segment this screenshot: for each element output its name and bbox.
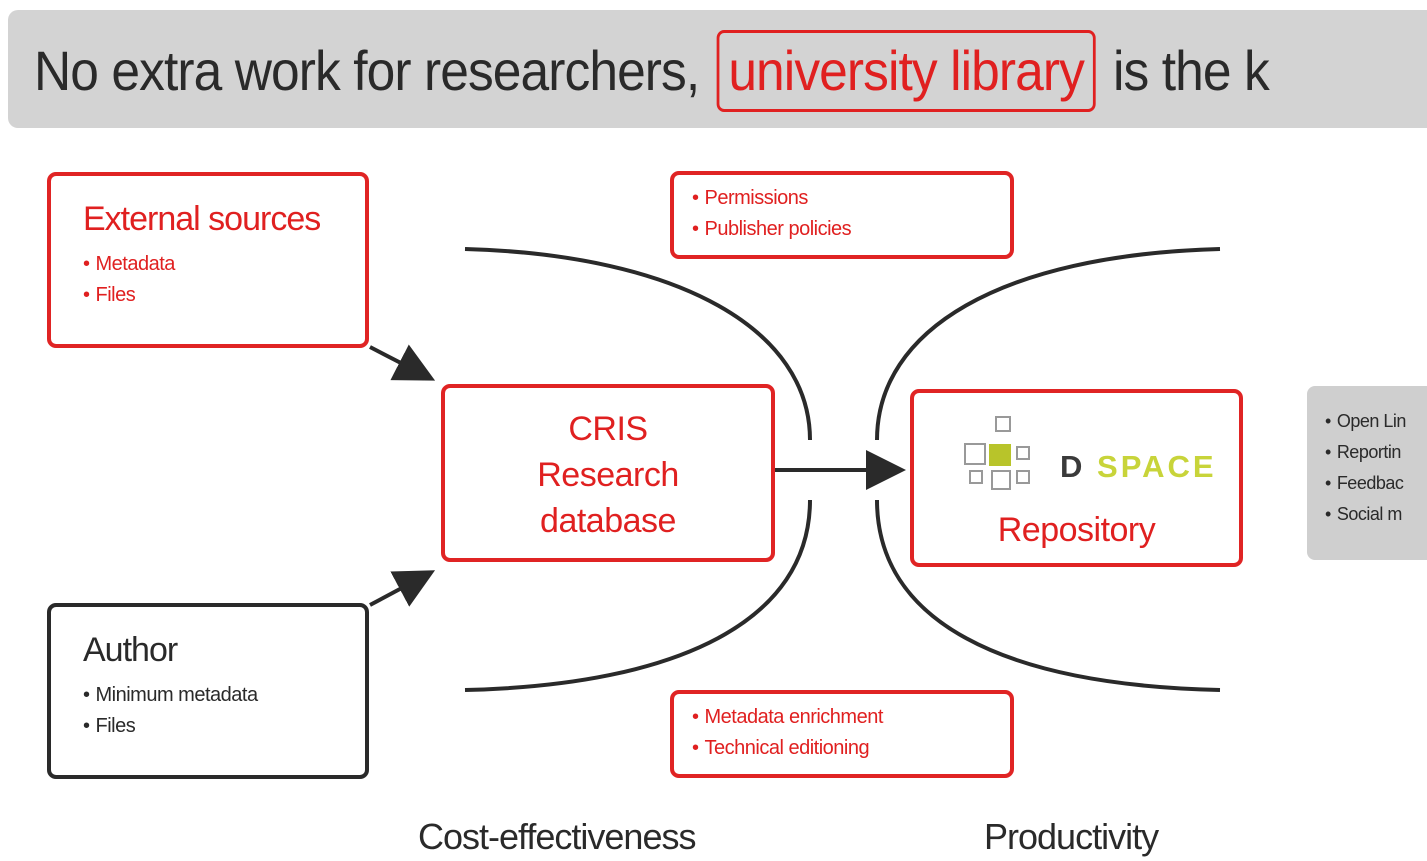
right-upper-curve	[875, 247, 1221, 441]
list-item: Files	[83, 280, 365, 311]
cris-box: CRIS Research database	[441, 384, 775, 562]
repository-label: Repository	[997, 511, 1156, 549]
dspace-wordmark: D SPACE	[1060, 449, 1217, 485]
left-lower-curve	[464, 499, 812, 692]
footer-right-label: Productivity	[984, 816, 1159, 857]
list-item: Publisher policies	[692, 214, 1010, 245]
dspace-logo-icon	[964, 416, 1030, 490]
enrichment-box: Metadata enrichment Technical editioning	[670, 690, 1014, 778]
list-item: Social m	[1325, 499, 1427, 530]
repository-box: D SPACE Repository	[910, 389, 1243, 567]
enrichment-list: Metadata enrichment Technical editioning	[692, 702, 1010, 764]
side-panel-list: Open Lin Reportin Feedbac Social m	[1325, 406, 1427, 530]
cris-line-2: Research	[537, 456, 679, 494]
list-item: Open Lin	[1325, 406, 1427, 437]
footer-left-label: Cost-effectiveness	[418, 816, 696, 857]
side-panel: Open Lin Reportin Feedbac Social m	[1307, 386, 1427, 560]
list-item: Reportin	[1325, 437, 1427, 468]
cris-line-1: CRIS	[568, 410, 648, 448]
arrow-author-to-cris	[369, 570, 436, 607]
list-item: Permissions	[692, 183, 1010, 214]
external-sources-title: External sources	[83, 200, 321, 238]
cris-line-3: database	[540, 502, 676, 540]
permissions-box: Permissions Publisher policies	[670, 171, 1014, 259]
dspace-wordmark-d: D	[1060, 449, 1086, 484]
author-list: Minimum metadata Files	[83, 680, 365, 742]
list-item: Metadata	[83, 249, 365, 280]
permissions-list: Permissions Publisher policies	[692, 183, 1010, 245]
title-highlight: university library	[716, 30, 1096, 112]
author-box: Author Minimum metadata Files	[47, 603, 369, 779]
right-lower-curve	[875, 499, 1221, 692]
title-part-2: is the k	[1113, 39, 1270, 102]
list-item: Feedbac	[1325, 468, 1427, 499]
author-title: Author	[83, 631, 178, 669]
title-part-1: No extra work for researchers,	[34, 39, 700, 102]
list-item: Technical editioning	[692, 733, 1010, 764]
list-item: Files	[83, 711, 365, 742]
list-item: Metadata enrichment	[692, 702, 1010, 733]
left-upper-curve	[464, 247, 812, 441]
dspace-wordmark-rest: SPACE	[1097, 449, 1217, 484]
list-item: Minimum metadata	[83, 680, 365, 711]
arrow-external-to-cris	[369, 344, 436, 381]
external-sources-list: Metadata Files	[83, 249, 365, 311]
page-title: No extra work for researchers, universit…	[34, 30, 1270, 112]
external-sources-box: External sources Metadata Files	[47, 172, 369, 348]
